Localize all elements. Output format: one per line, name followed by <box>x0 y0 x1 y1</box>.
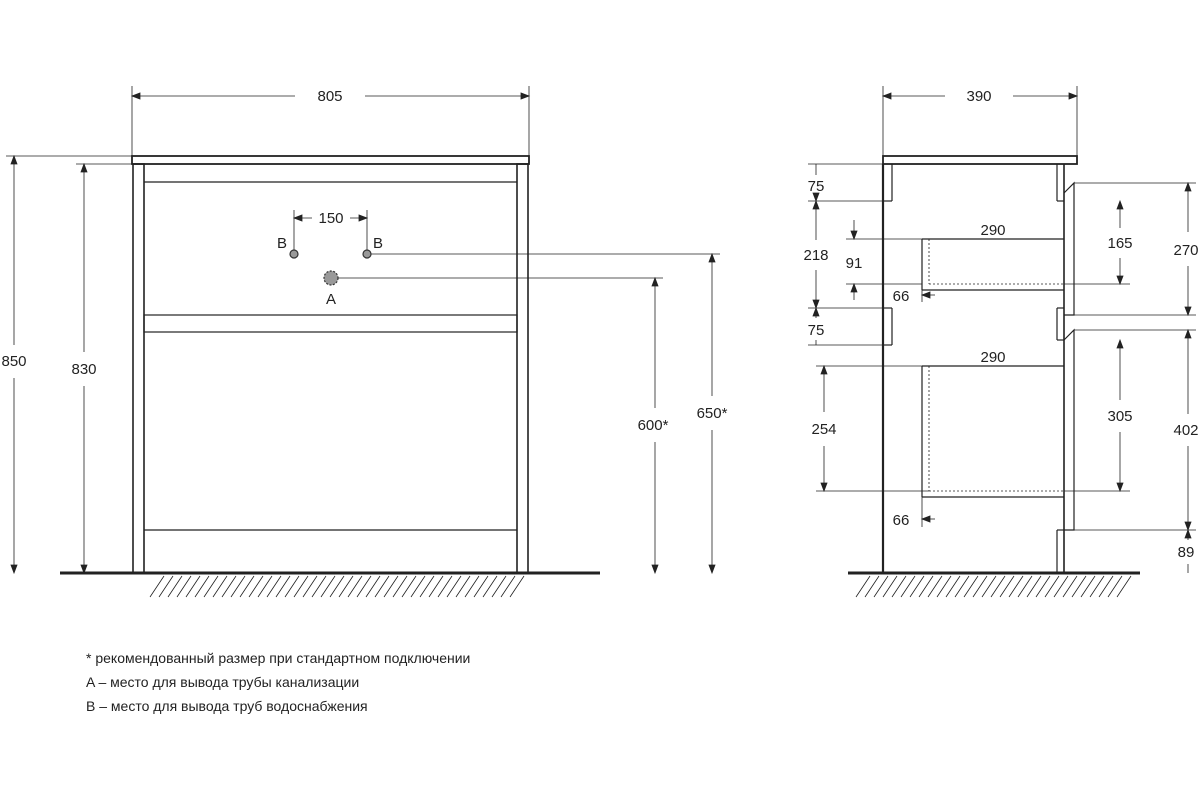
front-countertop <box>131 155 530 165</box>
side-dimensions <box>808 86 1196 573</box>
front-supply-left-label: B <box>277 235 287 252</box>
front-supply-right-label: B <box>373 235 383 252</box>
front-dimensions <box>6 86 720 575</box>
side-top-rail-label: 75 <box>808 178 825 195</box>
supply-point-right <box>362 249 372 259</box>
side-floor-hatch <box>855 575 1132 598</box>
drain-point-a <box>323 270 339 286</box>
front-width-label: 805 <box>317 88 342 105</box>
side-upper-drawer-depth-label: 290 <box>980 222 1005 239</box>
lower-drawer-front <box>1063 328 1075 531</box>
side-upper-front-label: 270 <box>1173 242 1198 259</box>
side-plinth-label: 89 <box>1178 544 1195 561</box>
front-supply-spacing-label: 150 <box>318 210 343 227</box>
side-depth-label: 390 <box>966 88 991 105</box>
front-drain-label: A <box>326 291 336 308</box>
side-upper-drawer-inner-label: 91 <box>846 255 863 272</box>
side-labels: 390 75 218 290 91 165 270 66 75 290 254 … <box>803 88 1198 561</box>
note-recommended: * рекомендованный размер при стандартном… <box>86 650 471 666</box>
side-upper-setback-label: 66 <box>893 288 910 305</box>
side-lower-drawer-depth-label: 290 <box>980 349 1005 366</box>
side-lower-drawer-height-label: 305 <box>1107 408 1132 425</box>
front-total-height-label: 850 <box>1 353 26 370</box>
upper-drawer-box <box>921 238 1064 291</box>
side-middle-rail-label: 75 <box>808 322 825 339</box>
front-body-height-label: 830 <box>71 361 96 378</box>
front-drain-height-label: 600* <box>638 417 669 434</box>
side-upper-section-label: 218 <box>803 247 828 264</box>
front-middle-rail <box>143 314 518 333</box>
upper-drawer-front <box>1063 181 1075 316</box>
front-left-leg <box>132 163 145 574</box>
supply-point-left <box>289 249 299 259</box>
side-lower-setback-label: 66 <box>893 512 910 529</box>
front-labels: 805 850 830 150 B B A 600* 650* <box>1 88 727 434</box>
side-lower-front-label: 402 <box>1173 422 1198 439</box>
notes-legend: * рекомендованный размер при стандартном… <box>86 646 786 718</box>
lower-drawer-box <box>921 365 1064 498</box>
side-lower-section-label: 254 <box>811 421 836 438</box>
side-countertop <box>882 155 1078 165</box>
note-drain: A – место для вывода трубы канализации <box>86 674 360 690</box>
side-upper-drawer-height-label: 165 <box>1107 235 1132 252</box>
front-view <box>60 155 600 598</box>
front-floor-hatch <box>149 575 525 598</box>
technical-drawing: 805 850 830 150 B B A 600* 650* <box>1 86 1199 598</box>
note-supply: B – место для вывода труб водоснабжения <box>86 698 368 714</box>
front-right-leg <box>516 163 529 574</box>
front-supply-height-label: 650* <box>697 405 728 422</box>
